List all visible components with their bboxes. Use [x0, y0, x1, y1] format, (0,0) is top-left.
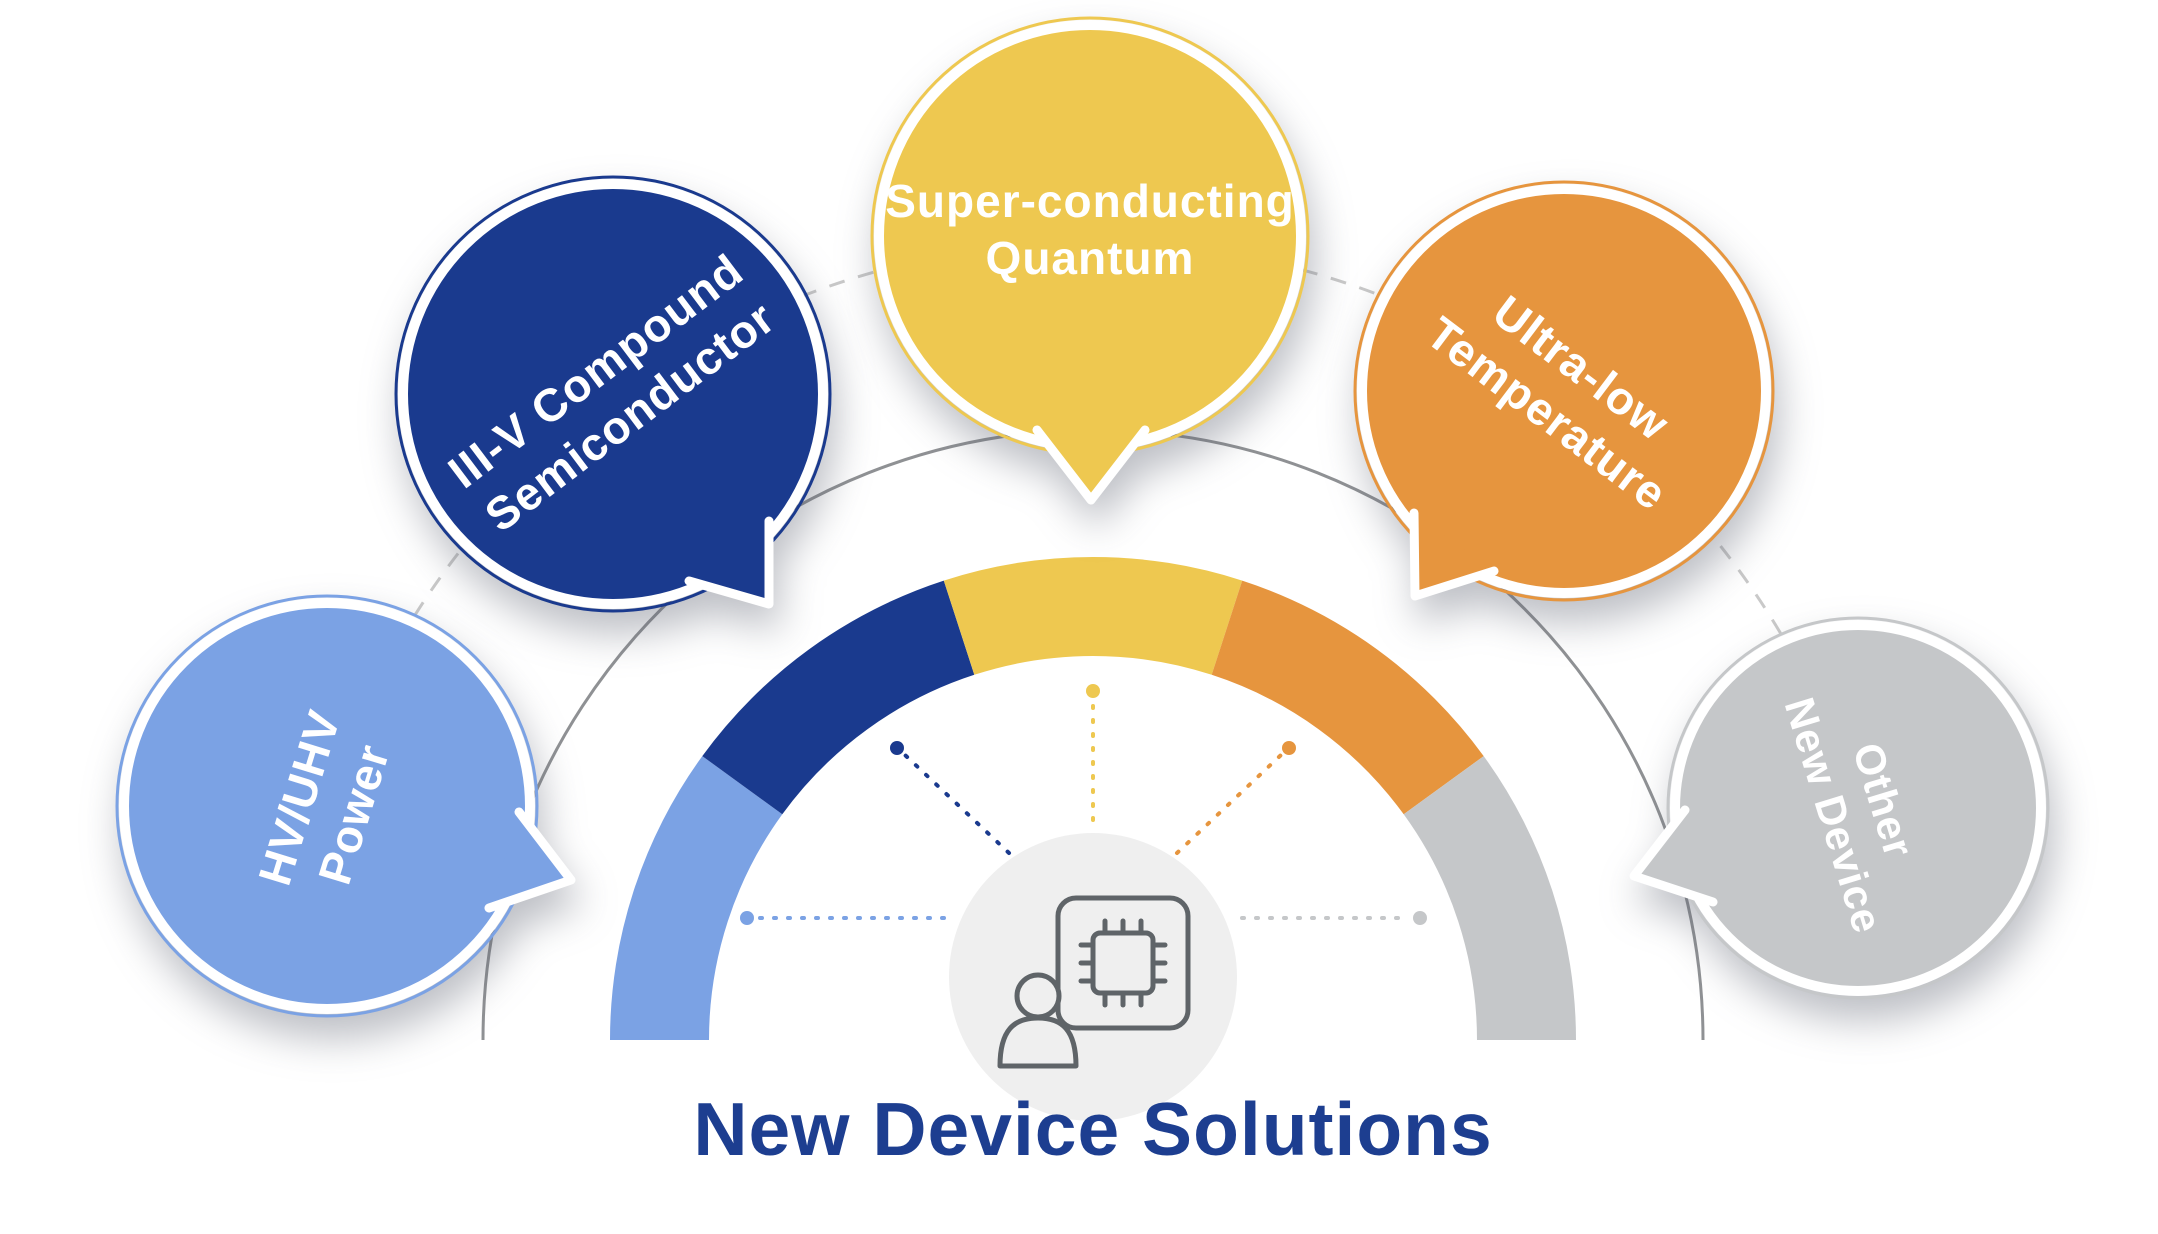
bubble-body [1670, 620, 2046, 996]
bubble-tail-outline [1409, 508, 1499, 601]
bubble-ultra-low-temperature [1353, 180, 1775, 602]
chip-pins [1078, 918, 1168, 1008]
spoke-iii-v-compound-semiconductor [903, 753, 1011, 855]
bubble-outer-ring [394, 175, 832, 613]
bubble-body [119, 598, 535, 1014]
bubble-tail-outline [484, 807, 576, 913]
bubble-other-new-device [1629, 616, 2050, 1000]
person-head [1014, 972, 1062, 1020]
spoke-dot-other-new-device [1413, 911, 1427, 925]
diagram-title: New Device Solutions [693, 1087, 1493, 1171]
bubble-tail-outline [1629, 805, 1718, 907]
ring-segment-super-conducting-quantum [943, 556, 1243, 675]
ring-segment-other-new-device [1403, 756, 1576, 1040]
ring-segment-hv-uhv-power [610, 756, 783, 1040]
person-chip-icon [997, 895, 1191, 1069]
bubble-tail [1037, 430, 1145, 500]
bubble-outer-ring [1353, 180, 1775, 602]
spoke-dot-ultra-low-temperature [1282, 741, 1296, 755]
bubble-body [874, 20, 1306, 452]
bubble-tail-outline [1032, 425, 1150, 505]
bubble-outer-ring [115, 594, 539, 1018]
spoke-ultra-low-temperature [1175, 753, 1283, 855]
ring-segment-iii-v-compound-semiconductor [702, 580, 975, 815]
bubble-body [1357, 184, 1771, 598]
bubble-body [398, 179, 828, 609]
bubble-super-conducting-quantum [870, 16, 1310, 505]
chip-outline [1055, 895, 1191, 1031]
spoke-dot-iii-v-compound-semiconductor [890, 741, 904, 755]
ring-segment-ultra-low-temperature [1211, 580, 1484, 815]
person-body [997, 1015, 1079, 1069]
spokes [740, 684, 1427, 925]
bubble-iii-v-compound-semiconductor [394, 175, 832, 613]
bubble-outer-ring [1666, 616, 2050, 1000]
spoke-dot-hv-uhv-power [740, 911, 754, 925]
bubble-tail-outline [684, 516, 774, 609]
bubble-hv-uhv-power [115, 594, 576, 1018]
spoke-dot-super-conducting-quantum [1086, 684, 1100, 698]
gauge-ring [610, 556, 1576, 1040]
